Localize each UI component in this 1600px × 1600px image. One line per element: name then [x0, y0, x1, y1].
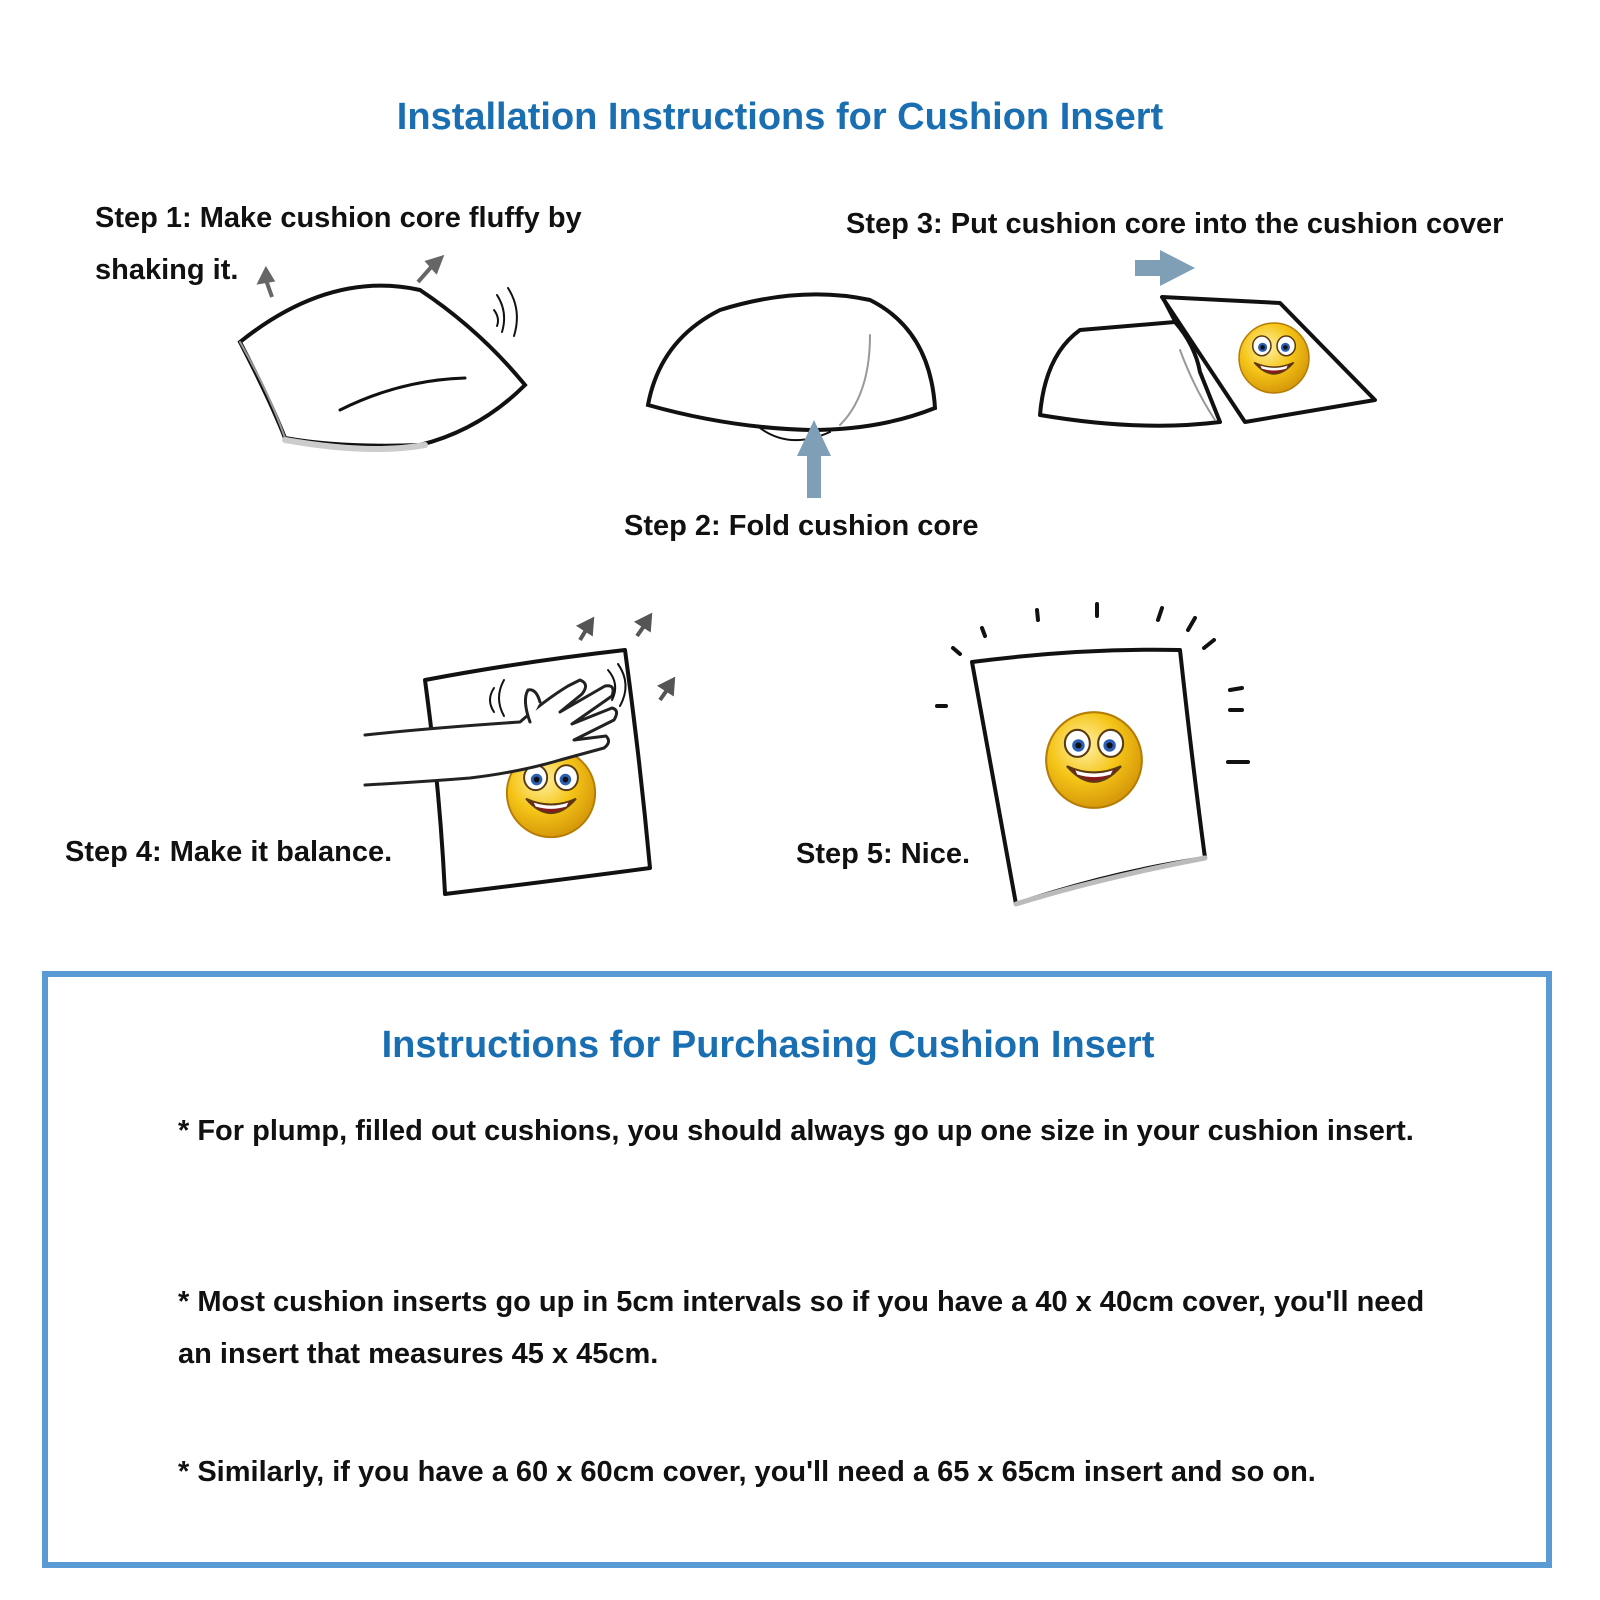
step-3-smiley-icon: [1238, 322, 1310, 394]
step-2-label: Step 2: Fold cushion core: [624, 510, 979, 542]
step-1-pillow-illustration: [237, 283, 528, 452]
hand-icon: [363, 678, 619, 787]
step-5-label: Step 5: Nice.: [796, 838, 971, 870]
step-1-arrows: [256, 254, 445, 298]
purchasing-note-2: * Most cushion inserts go up in 5cm inte…: [178, 1286, 1425, 1370]
step-4-label: Step 4: Make it balance.: [65, 836, 393, 868]
step-1-label: Step 1: Make cushion core fluffy by shak…: [95, 202, 582, 286]
step-5-sparkle-marks: [935, 602, 1250, 764]
step-4-arrows: [575, 612, 676, 702]
purchasing-note-3: * Similarly, if you have a 60 x 60cm cov…: [178, 1456, 1316, 1488]
step-3-right-arrow: [1135, 250, 1195, 286]
step-4-motion-marks: [489, 663, 627, 717]
step-2-up-arrow: [797, 420, 831, 498]
installation-title: Installation Instructions for Cushion In…: [396, 96, 1164, 138]
step-5-smiley-icon: [1045, 711, 1143, 809]
illustrations: [237, 250, 1377, 907]
step-2-folded-pillow-illustration: [645, 292, 938, 442]
purchasing-instructions-box: [42, 971, 1552, 1568]
step-3-illustration: [1038, 295, 1377, 428]
purchasing-note-1: * For plump, filled out cushions, you sh…: [178, 1115, 1414, 1147]
step-3-label: Step 3: Put cushion core into the cushio…: [846, 208, 1504, 240]
purchasing-title: Instructions for Purchasing Cushion Inse…: [381, 1024, 1155, 1066]
